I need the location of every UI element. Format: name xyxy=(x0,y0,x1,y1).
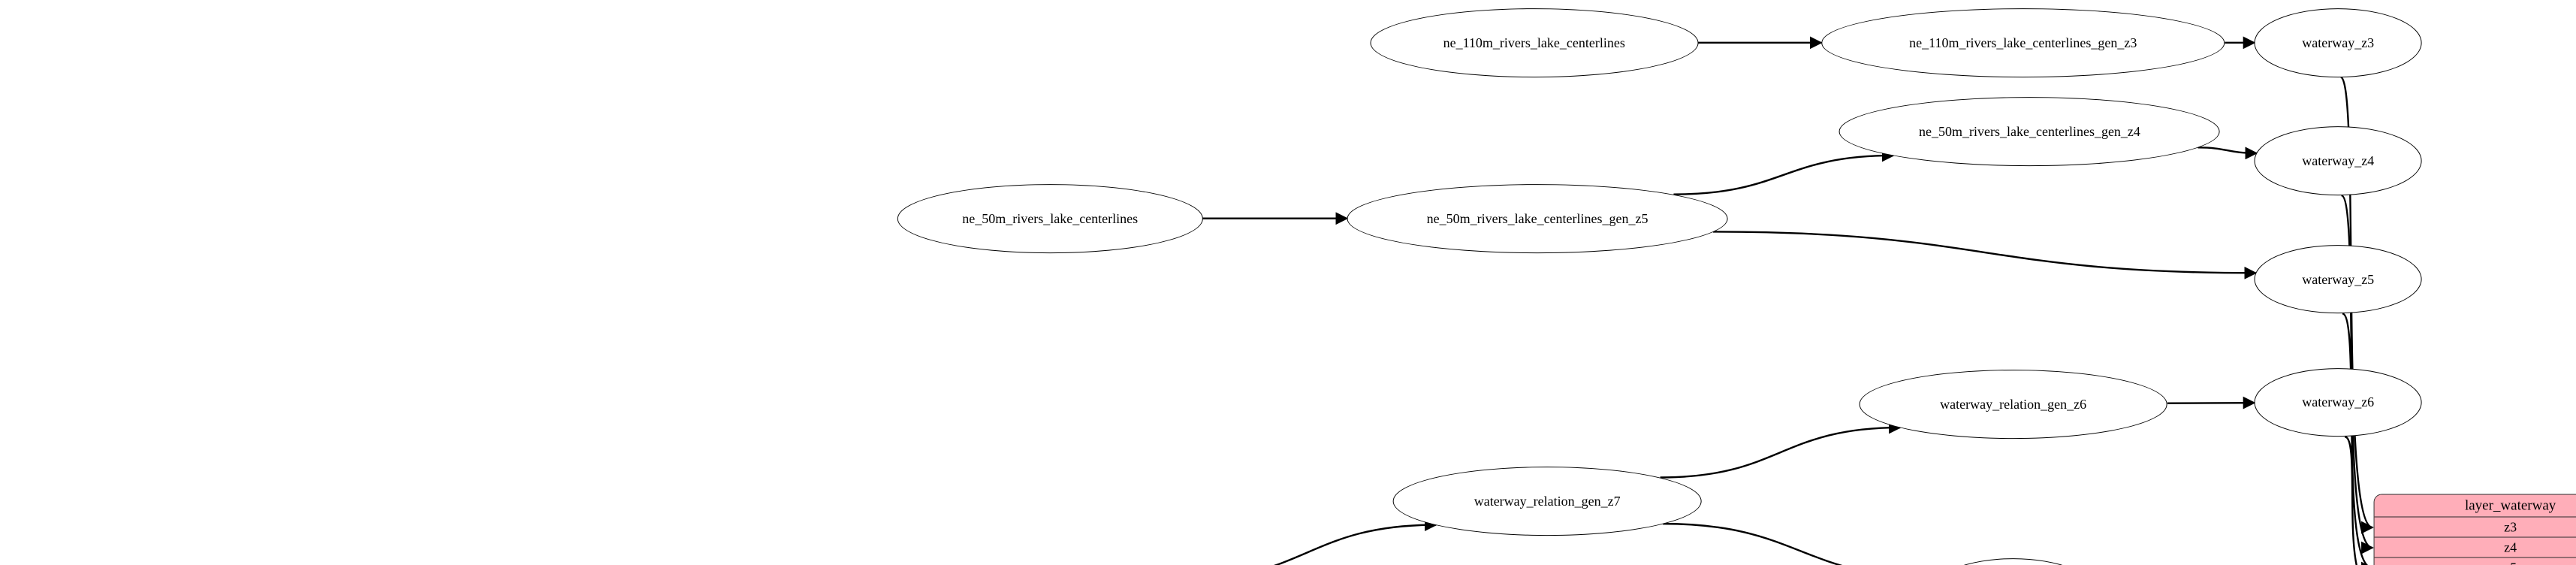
graph-node-label: waterway_relation_gen_z6 xyxy=(1940,396,2087,412)
graph-node-label: ne_50m_rivers_lake_centerlines_gen_z4 xyxy=(1919,123,2140,139)
graph-edge xyxy=(1273,518,1437,565)
graph-edge xyxy=(2197,147,2258,160)
layer-table-row-z3[interactable]: z3 xyxy=(2374,517,2576,538)
graph-node-label: waterway_z3 xyxy=(2302,35,2375,50)
layer-table-row-z5[interactable]: z5 xyxy=(2374,557,2576,565)
graph-edge xyxy=(1673,149,1895,195)
graph-node-waterway-z5[interactable]: waterway_z5 xyxy=(2254,244,2422,314)
graph-node-ne-50m-rivers-lake-centerlines-gen-z4[interactable]: ne_50m_rivers_lake_centerlines_gen_z4 xyxy=(1839,96,2220,166)
layer-table-row-z4[interactable]: z4 xyxy=(2374,537,2576,558)
graph-edge xyxy=(1663,522,1843,565)
graph-node-ne-110m-rivers-lake-centerlines-gen-z3[interactable]: ne_110m_rivers_lake_centerlines_gen_z3 xyxy=(1821,8,2225,77)
graph-edge xyxy=(1712,231,2258,279)
graph-node-label: ne_110m_rivers_lake_centerlines xyxy=(1443,35,1625,50)
layer-table-title: layer_waterway xyxy=(2374,494,2576,518)
graph-node-waterway-z7[interactable]: waterway_z7 xyxy=(1929,558,2098,565)
graph-node-label: ne_50m_rivers_lake_centerlines xyxy=(962,210,1139,226)
graph-node-label: ne_110m_rivers_lake_centerlines_gen_z3 xyxy=(1909,35,2137,50)
graph-edge xyxy=(2342,313,2374,565)
graph-node-label: waterway_z5 xyxy=(2302,271,2375,287)
graph-node-label: waterway_z6 xyxy=(2302,394,2375,410)
graph-node-label: waterway_relation_gen_z7 xyxy=(1474,493,1621,509)
graph-node-waterway-z6[interactable]: waterway_z6 xyxy=(2254,367,2422,437)
graph-node-ne-110m-rivers-lake-centerlines[interactable]: ne_110m_rivers_lake_centerlines xyxy=(1370,8,1699,77)
graph-node-waterway-z3[interactable]: waterway_z3 xyxy=(2254,8,2422,77)
graph-node-label: waterway_z4 xyxy=(2302,153,2375,169)
graph-node-waterway-relation-gen-z7[interactable]: waterway_relation_gen_z7 xyxy=(1392,466,1702,536)
graph-node-label: ne_50m_rivers_lake_centerlines_gen_z5 xyxy=(1426,210,1648,226)
graph-node-ne-50m-rivers-lake-centerlines[interactable]: ne_50m_rivers_lake_centerlines xyxy=(897,183,1203,253)
graph-node-waterway-relation-gen-z6[interactable]: waterway_relation_gen_z6 xyxy=(1859,369,2167,439)
graph-edge xyxy=(1660,421,1902,479)
graph-node-ne-50m-rivers-lake-centerlines-gen-z5[interactable]: ne_50m_rivers_lake_centerlines_gen_z5 xyxy=(1347,183,1728,253)
layer-waterway-table[interactable]: layer_waterwayz3z4z5z6z7z8z9z10z11z12z13… xyxy=(2373,494,2576,565)
graph-node-waterway-z4[interactable]: waterway_z4 xyxy=(2254,126,2422,196)
graph-edge xyxy=(2344,436,2358,565)
